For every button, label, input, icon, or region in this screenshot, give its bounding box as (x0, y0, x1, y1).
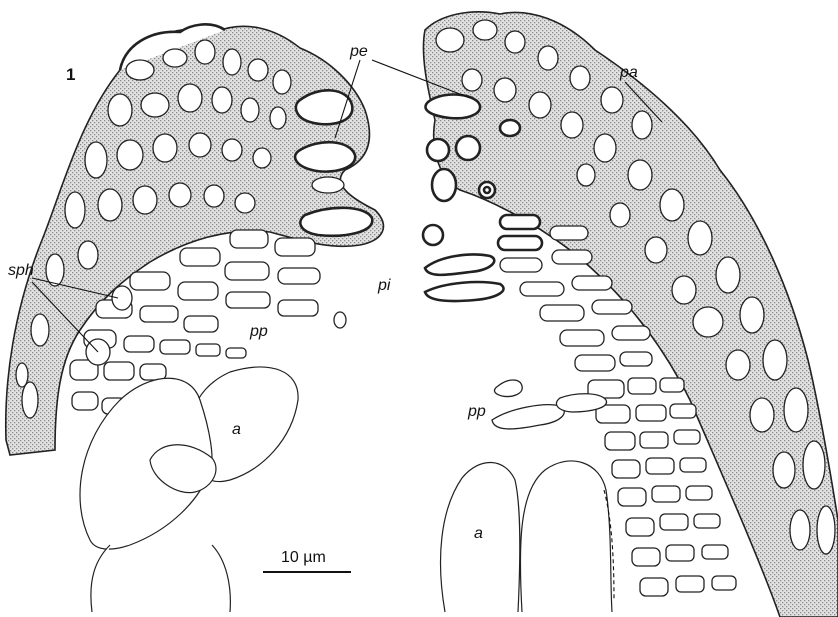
left-ascus-base (91, 545, 230, 612)
label-a-left: a (232, 421, 241, 438)
right-section (423, 12, 838, 617)
label-a-right: a (474, 525, 483, 542)
label-pp-left: pp (249, 323, 268, 340)
label-pp-right: pp (467, 403, 486, 420)
scale-bar-label: 10 µm (281, 549, 326, 566)
label-pe: pe (349, 43, 368, 60)
label-sph: sph (8, 262, 34, 279)
label-pi: pi (377, 277, 391, 294)
left-section (6, 24, 384, 612)
right-asci (441, 461, 614, 612)
scale-bar: 10 µm (263, 549, 351, 572)
panel-number: 1 (66, 65, 75, 84)
label-pa: pa (619, 64, 638, 81)
right-ascus-right (520, 461, 612, 612)
